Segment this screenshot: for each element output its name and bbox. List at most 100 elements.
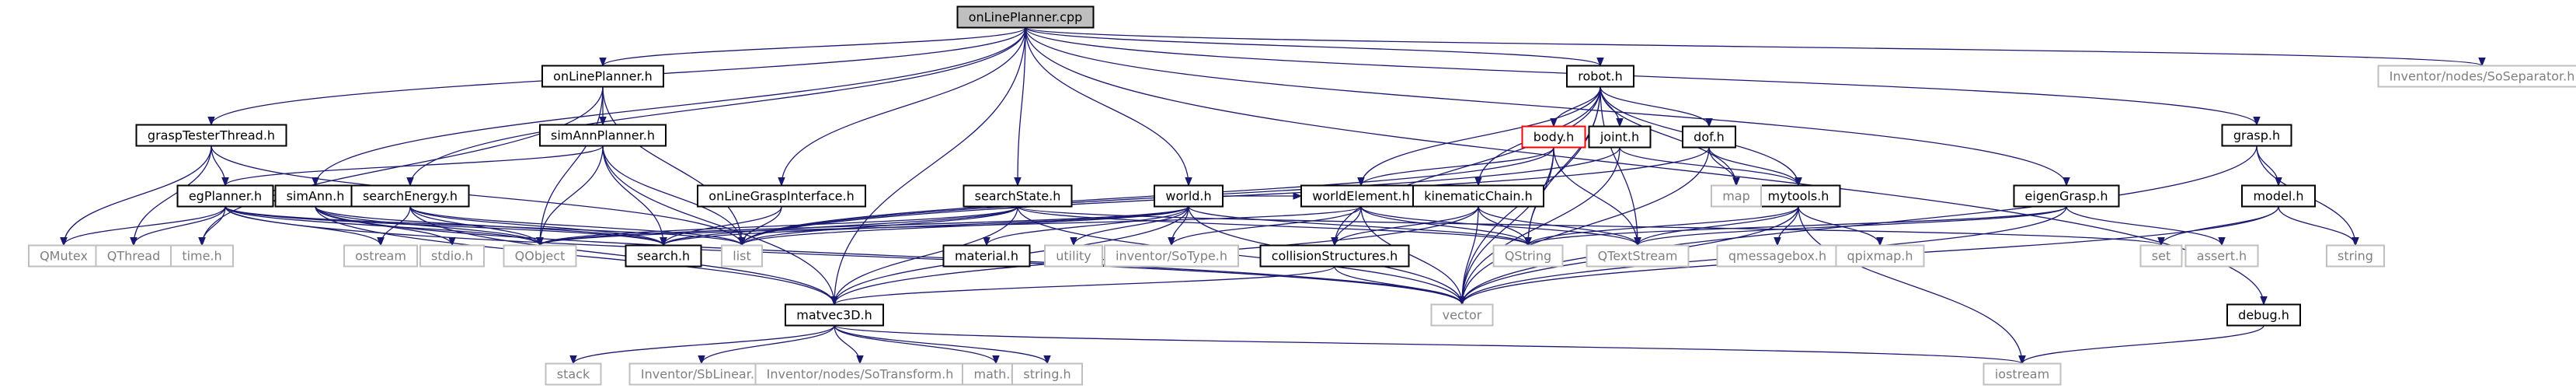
node-box [545, 362, 602, 386]
node-searchEnergy_h[interactable]: searchEnergy.h [350, 184, 470, 208]
node-box [2013, 184, 2120, 208]
node-ostream: ostream [343, 244, 418, 268]
edge-onLinePlanner_cpp-to-world_h [1025, 27, 1192, 187]
node-label: collisionStructures.h [1272, 249, 1398, 264]
edge-searchEnergy_h-to-list [409, 205, 746, 247]
node-time_h: time.h [170, 244, 234, 268]
edge-mytools_h-to-qpixmap_h [1798, 206, 1884, 247]
node-QString: QString [1492, 244, 1564, 268]
node-egPlanner_h[interactable]: egPlanner.h [176, 184, 274, 208]
node-label: debug.h [2238, 308, 2289, 323]
node-debug_h[interactable]: debug.h [2226, 303, 2301, 327]
edge-model_h-to-set [2157, 206, 2279, 247]
node-joint_h[interactable]: joint.h [1588, 125, 1652, 149]
node-box [1756, 184, 1841, 208]
edge-onLinePlanner_cpp-to-simAnn_h [312, 27, 1026, 187]
node-onLinePlanner_cpp[interactable]: onLinePlanner.cpp [956, 5, 1095, 29]
nodes-layer: onLinePlanner.cpp onLinePlanner.h graspTes… [28, 5, 2576, 386]
node-label: math.h [973, 367, 1018, 382]
node-vector: vector [1430, 303, 1494, 327]
node-dof_h[interactable]: dof.h [1682, 125, 1736, 149]
node-box [956, 5, 1095, 29]
node-box [135, 124, 287, 147]
edge-matvec3D_h-to-iostream [834, 324, 2026, 365]
edge-onLinePlanner_cpp-to-searchEnergy_h [406, 27, 1026, 187]
edge-matvec3D_h-to-math_h [834, 325, 1000, 365]
node-box [1492, 244, 1564, 268]
node-box [2377, 65, 2576, 88]
node-worldElement_h[interactable]: worldElement.h [1300, 184, 1422, 208]
edge-egPlanner_h-to-QMutex [60, 206, 226, 247]
node-assert_h: assert.h [2184, 244, 2259, 268]
node-robot_h[interactable]: robot.h [1566, 65, 1634, 88]
node-collisionStructures_h[interactable]: collisionStructures.h [1259, 244, 1410, 268]
node-search_h[interactable]: search.h [625, 244, 702, 268]
node-label: joint.h [1600, 130, 1639, 145]
node-box [1011, 362, 1083, 386]
edge-collisionStructures_h-to-matvec3D_h [830, 265, 1335, 306]
node-label: simAnn.h [287, 189, 345, 204]
node-onLinePlanner_h[interactable]: onLinePlanner.h [541, 65, 664, 88]
node-label: mytools.h [1768, 189, 1829, 204]
edge-body_h-to-worldElement_h [1357, 147, 1554, 187]
edge-matvec3D_h-to-SbLinear_h [698, 325, 835, 365]
edge-kinematicChain_h-to-vector [1458, 206, 1479, 306]
edge-world_h-to-search_h [660, 205, 1189, 247]
node-box [1521, 125, 1586, 149]
edge-model_h-to-string [2278, 206, 2359, 247]
edges-layer [60, 26, 2486, 365]
node-simAnnPlanner_h[interactable]: simAnnPlanner.h [539, 124, 667, 147]
node-box [1586, 244, 1690, 268]
node-mytools_h[interactable]: mytools.h [1756, 184, 1841, 208]
edge-worldElement_h-to-SoType_h [1168, 206, 1362, 247]
edge-onLinePlanner_cpp-to-onLinePlanner_h [599, 26, 1026, 67]
edge-worldElement_h-to-QObject [536, 205, 1362, 247]
node-onLineGraspInterface_h[interactable]: onLineGraspInterface.h [697, 184, 866, 208]
node-box [628, 362, 775, 386]
node-label: QMutex [40, 249, 88, 264]
node-QTextStream: QTextStream [1586, 244, 1690, 268]
node-box [1300, 184, 1422, 208]
node-box [2326, 244, 2385, 268]
node-stack: stack [545, 362, 602, 386]
node-body_h[interactable]: body.h [1521, 125, 1586, 149]
edge-onLinePlanner_cpp-to-robot_h [1025, 26, 1604, 67]
node-box [1104, 244, 1239, 268]
node-box [2184, 244, 2259, 268]
node-box [1259, 244, 1410, 268]
node-kinematicChain_h[interactable]: kinematicChain.h [1412, 184, 1544, 208]
edge-onLinePlanner_h-to-QObject [536, 86, 604, 247]
node-qpixmap_h: qpixmap.h [1835, 244, 1925, 268]
node-label: eigenGrasp.h [2025, 189, 2108, 204]
node-box [541, 65, 664, 88]
node-box [1711, 184, 1762, 208]
node-graspTesterThread_h[interactable]: graspTesterThread.h [135, 124, 287, 147]
edge-world_h-to-utility [1070, 206, 1189, 247]
node-grasp_h[interactable]: grasp.h [2221, 124, 2292, 147]
node-eigenGrasp_h[interactable]: eigenGrasp.h [2013, 184, 2120, 208]
node-label: egPlanner.h [189, 189, 262, 204]
node-box [1588, 125, 1652, 149]
edge-onLinePlanner_cpp-to-searchState_h [1014, 27, 1026, 187]
node-box [1835, 244, 1925, 268]
node-label: simAnnPlanner.h [551, 128, 655, 143]
node-label: Inventor/SbLinear.h [641, 367, 762, 382]
node-qmessagebox_h: qmessagebox.h [1716, 244, 1839, 268]
edge-eigenGrasp_h-to-QString [1524, 205, 2067, 247]
node-material_h[interactable]: material.h [942, 244, 1031, 268]
node-searchState_h[interactable]: searchState.h [963, 184, 1073, 208]
edge-matvec3D_h-to-SoTransform_h [834, 325, 864, 365]
node-box [95, 244, 172, 268]
node-model_h[interactable]: model.h [2241, 184, 2316, 208]
node-box [1412, 184, 1544, 208]
node-label: set [2152, 249, 2170, 264]
node-label: searchState.h [975, 189, 1061, 204]
node-matvec3D_h[interactable]: matvec3D.h [785, 303, 884, 327]
node-box [419, 244, 485, 268]
node-label: dof.h [1694, 130, 1725, 145]
edge-eigenGrasp_h-to-assert_h [2066, 206, 2226, 247]
node-world_h[interactable]: world.h [1154, 184, 1224, 208]
node-box [503, 244, 577, 268]
node-simAnn_h[interactable]: simAnn.h [274, 184, 357, 208]
node-QThread: QThread [95, 244, 172, 268]
